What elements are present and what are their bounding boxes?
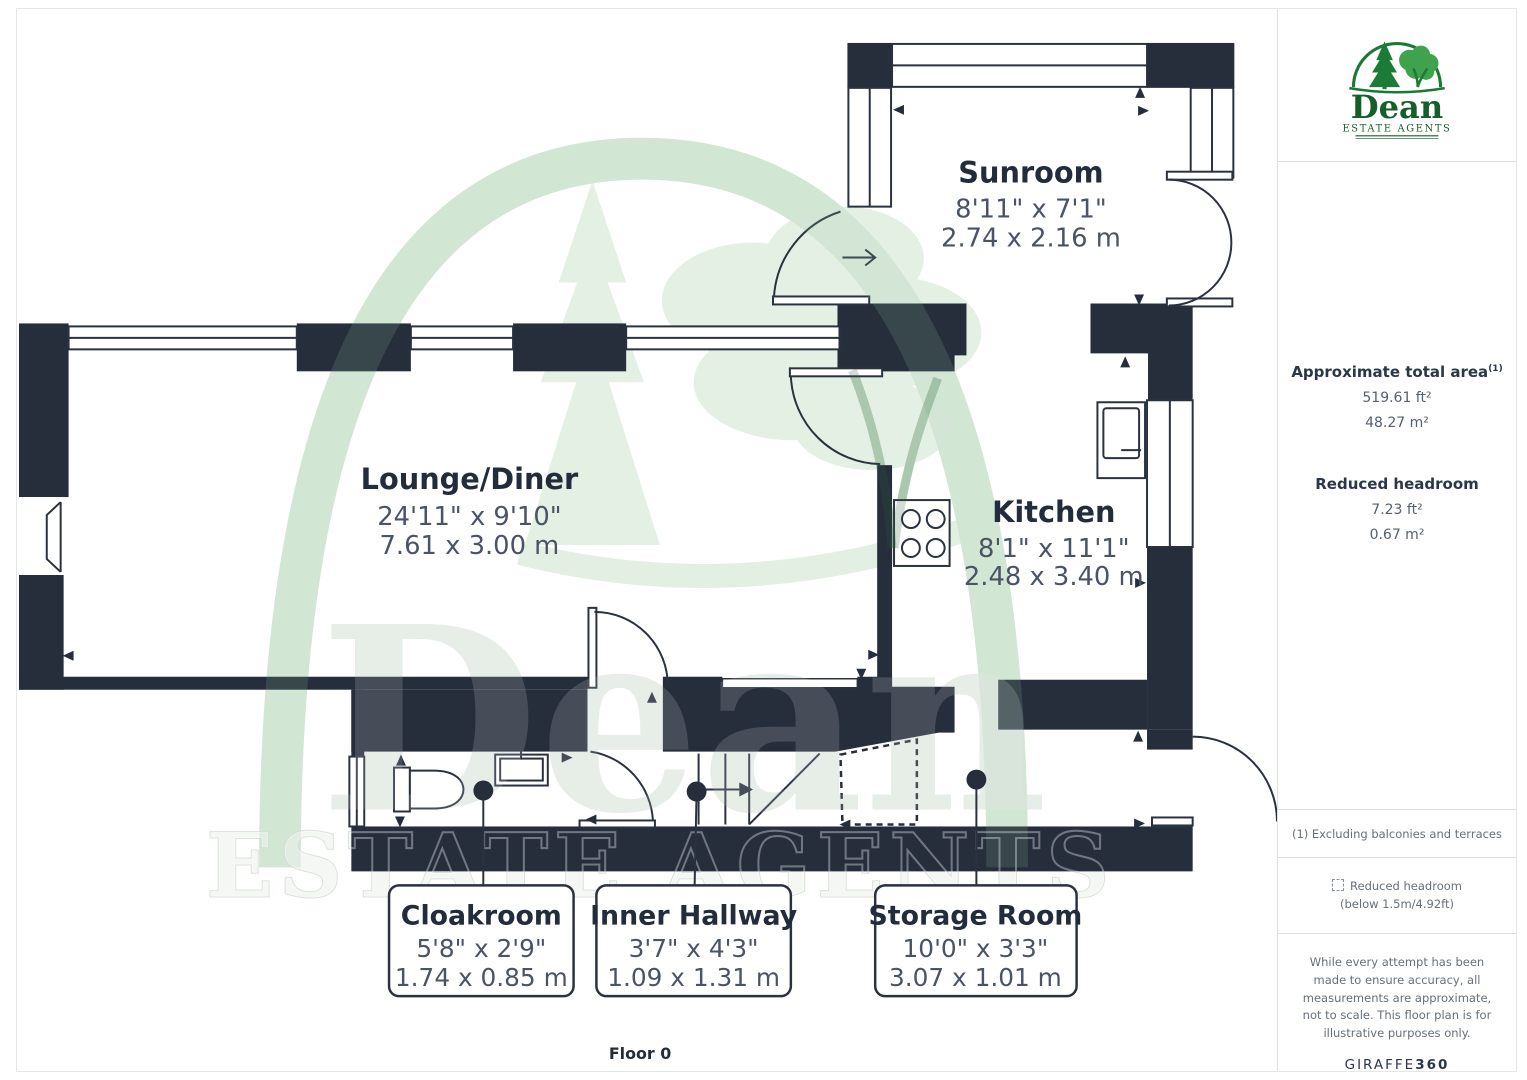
floorplan-page: Dean ESTATE AGENTS xyxy=(16,8,1517,1074)
giraffe360-brand: GIRAFFE360 xyxy=(1344,1057,1450,1074)
door-icon xyxy=(587,606,669,689)
total-area-m: 48.27 m² xyxy=(1365,415,1429,431)
footnote-marker: (1) xyxy=(1488,364,1503,374)
room-metric: 2.48 x 3.40 m xyxy=(964,562,1144,592)
window-icon xyxy=(847,86,893,208)
area-summary: Approximate total area(1) 519.61 ft² 48.… xyxy=(1278,363,1516,543)
room-name: Inner Hallway xyxy=(590,900,798,931)
room-imperial: 10'0" x 3'3" xyxy=(903,934,1049,963)
entry-arrow-icon xyxy=(842,248,877,267)
room-name: Cloakroom xyxy=(401,900,562,931)
legend-reduced-headroom: Reduced headroom (below 1.5m/4.92ft) xyxy=(1278,857,1516,934)
french-door-icon xyxy=(1165,170,1234,308)
room-imperial: 8'11" x 7'1" xyxy=(955,195,1107,225)
threshold xyxy=(721,677,859,689)
window-icon xyxy=(625,325,841,351)
windows xyxy=(67,42,1235,828)
room-label-box-storage-room: Storage Room 10'0" x 3'3" 3.07 x 1.01 m xyxy=(869,884,1083,998)
room-imperial: 3'7" x 4'3" xyxy=(629,934,759,963)
room-metric: 3.07 x 1.01 m xyxy=(889,963,1062,992)
walls xyxy=(18,42,1235,872)
toilet-icon xyxy=(393,766,465,813)
svg-text:Dean: Dean xyxy=(320,571,1048,870)
basin-icon xyxy=(494,746,549,787)
leader-lines xyxy=(473,769,987,886)
room-label-lounge-diner: Lounge/Diner 24'11" x 9'10" 7.61 x 3.00 … xyxy=(361,462,579,561)
footnote-excluding: (1) Excluding balconies and terraces xyxy=(1278,809,1516,858)
room-label-sunroom: Sunroom 8'11" x 7'1" 2.74 x 2.16 m xyxy=(941,156,1121,254)
floor-plan-panel: Dean ESTATE AGENTS xyxy=(17,9,1277,1071)
doors xyxy=(578,170,1277,829)
room-metric: 1.09 x 1.31 m xyxy=(607,963,780,992)
room-name: Sunroom xyxy=(958,156,1103,190)
room-name: Storage Room xyxy=(869,900,1083,931)
door-icon xyxy=(578,750,656,829)
floor-plan: Dean ESTATE AGENTS xyxy=(18,42,1277,1063)
room-name: Lounge/Diner xyxy=(361,462,579,496)
window-icon xyxy=(1146,399,1194,548)
total-area-title: Approximate total area(1) xyxy=(1291,363,1503,381)
room-metric: 7.61 x 3.00 m xyxy=(380,531,560,561)
fireplace-icon xyxy=(18,497,64,575)
info-sidebar: Dean ESTATE AGENTS Approximate total are… xyxy=(1277,9,1516,1074)
reduced-headroom-ft: 7.23 ft² xyxy=(1371,502,1423,518)
kitchen-sink-icon xyxy=(1096,401,1147,480)
window-icon xyxy=(67,325,298,351)
door-icon xyxy=(1151,735,1277,827)
room-label-kitchen: Kitchen 8'1" x 11'1" 2.48 x 3.40 m xyxy=(964,495,1144,592)
window-icon xyxy=(1189,86,1235,179)
door-icon xyxy=(772,210,871,306)
reduced-headroom-m: 0.67 m² xyxy=(1369,527,1425,543)
disclaimer-text: While every attempt has been made to ens… xyxy=(1302,955,1492,1041)
dashed-area-icon xyxy=(1332,879,1345,892)
svg-text:ESTATE AGENTS: ESTATE AGENTS xyxy=(1342,124,1451,135)
floor-label: Floor 0 xyxy=(609,1044,671,1063)
room-name: Kitchen xyxy=(992,495,1115,529)
door-icon xyxy=(788,367,884,466)
total-area-ft: 519.61 ft² xyxy=(1362,390,1432,406)
room-imperial: 24'11" x 9'10" xyxy=(377,502,561,532)
direction-arrows xyxy=(62,86,1150,830)
room-label-box-inner-hallway: Inner Hallway 3'7" x 4'3" 1.09 x 1.31 m xyxy=(590,884,798,998)
agency-logo: Dean ESTATE AGENTS xyxy=(1278,9,1516,162)
dean-logo-icon: Dean ESTATE AGENTS xyxy=(1342,41,1451,139)
room-metric: 2.74 x 2.16 m xyxy=(941,223,1121,253)
svg-text:Dean: Dean xyxy=(1351,88,1443,126)
room-imperial: 5'8" x 2'9" xyxy=(416,934,546,963)
stove-icon xyxy=(893,499,951,567)
oak-tree-icon xyxy=(1399,45,1439,88)
room-label-box-cloakroom: Cloakroom 5'8" x 2'9" 1.74 x 0.85 m xyxy=(387,884,575,998)
window-icon xyxy=(409,325,515,351)
room-imperial: 8'1" x 11'1" xyxy=(978,534,1130,564)
window-icon xyxy=(348,755,366,828)
pine-tree-icon xyxy=(1369,41,1401,90)
room-metric: 1.74 x 0.85 m xyxy=(395,963,568,992)
disclaimer-section: While every attempt has been made to ens… xyxy=(1278,933,1516,1074)
reduced-headroom-title: Reduced headroom xyxy=(1315,475,1479,493)
window-icon xyxy=(891,42,1149,88)
